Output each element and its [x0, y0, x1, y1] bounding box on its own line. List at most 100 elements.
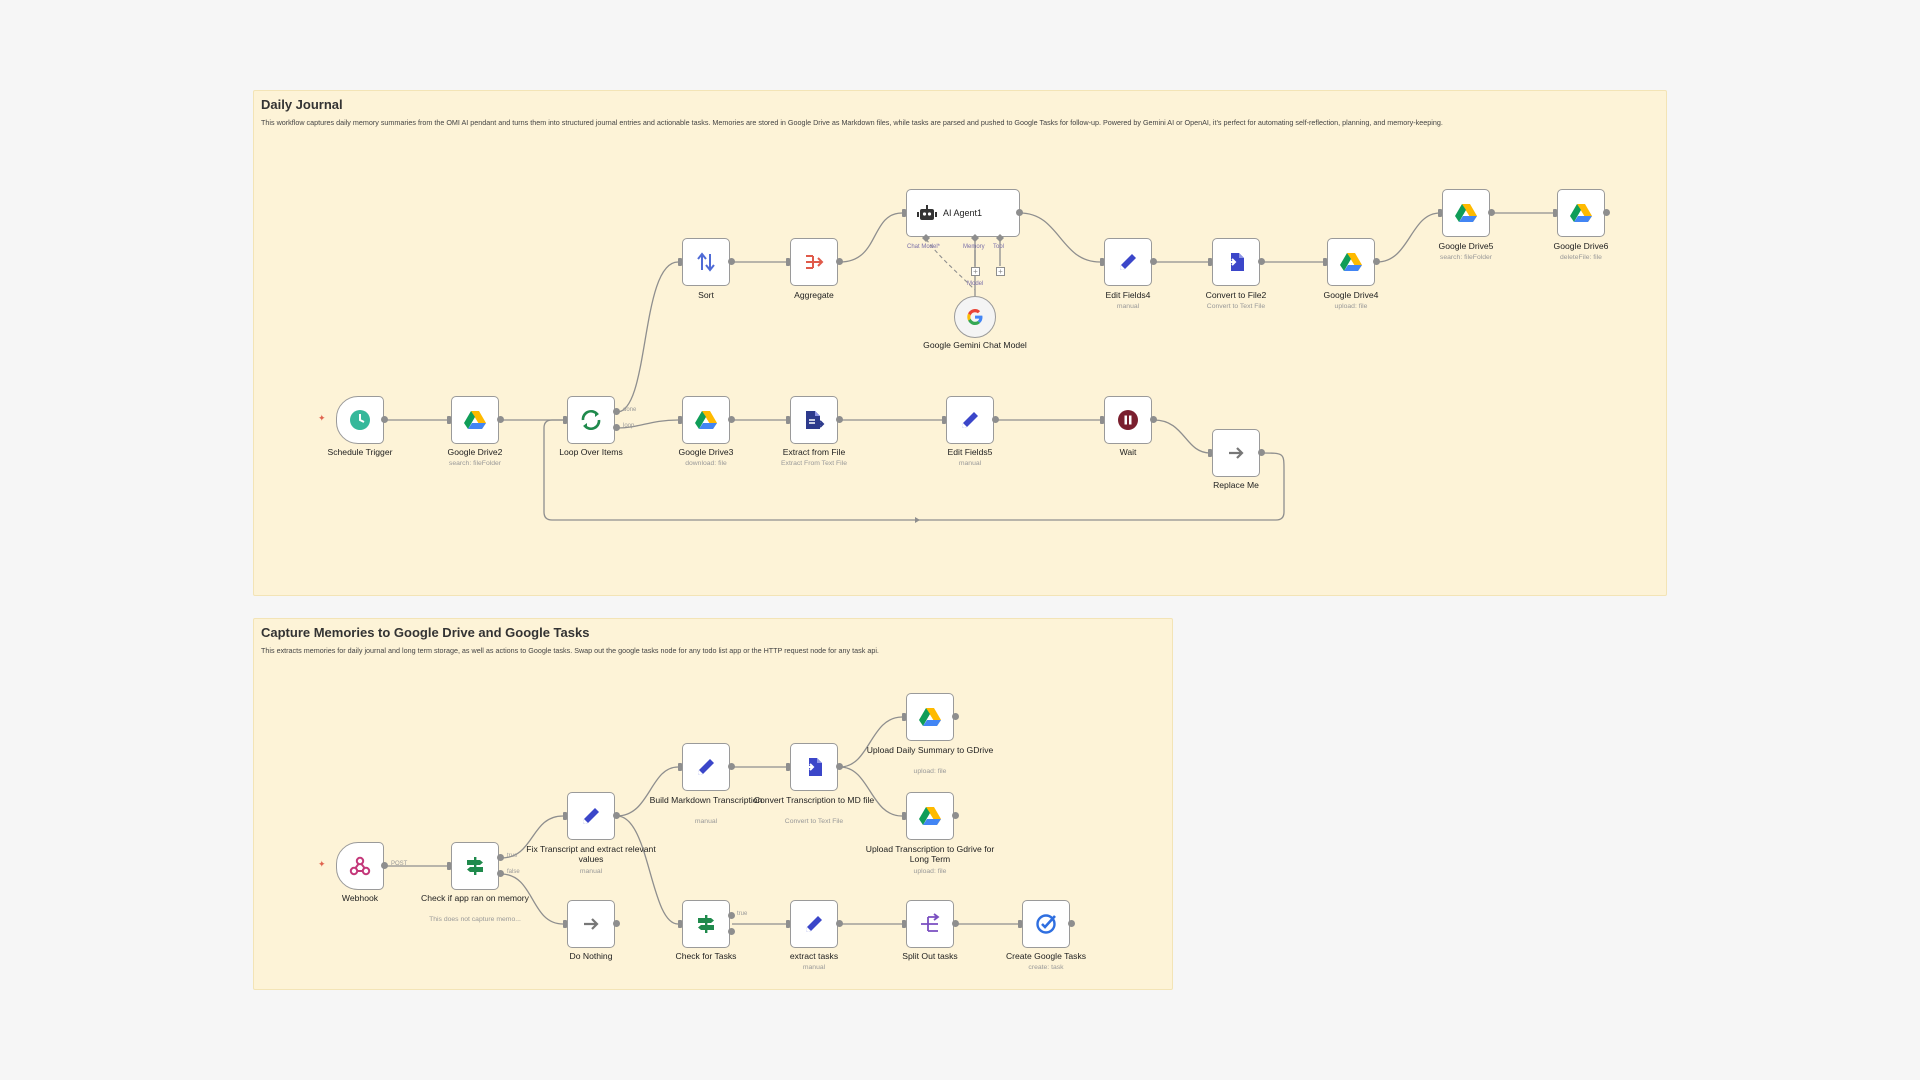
input-port[interactable]: [678, 763, 682, 771]
node-ai-agent[interactable]: AI Agent1: [906, 189, 1020, 237]
node-convert-transcription[interactable]: [790, 743, 838, 791]
input-port[interactable]: [447, 862, 451, 870]
node-loop-over-items[interactable]: [567, 396, 615, 444]
input-port[interactable]: [1208, 258, 1212, 266]
sticky-description: This extracts memories for daily journal…: [261, 646, 879, 655]
node-split-out-tasks[interactable]: [906, 900, 954, 948]
node-edit-fields5[interactable]: [946, 396, 994, 444]
input-port[interactable]: [1553, 209, 1557, 217]
input-port[interactable]: [902, 812, 906, 820]
input-port[interactable]: [678, 416, 682, 424]
node-upload-transcription[interactable]: [906, 792, 954, 840]
input-port[interactable]: [678, 920, 682, 928]
node-google-drive3[interactable]: [682, 396, 730, 444]
node-subtitle: manual: [958, 460, 982, 467]
node-label: Aggregate: [794, 290, 834, 300]
input-port[interactable]: [902, 920, 906, 928]
node-replace-me[interactable]: [1212, 429, 1260, 477]
node-subtitle: search: fileFolder: [1439, 254, 1493, 261]
output-port[interactable]: [1258, 449, 1265, 456]
node-sort[interactable]: [682, 238, 730, 286]
input-port[interactable]: [1018, 920, 1022, 928]
output-port[interactable]: [836, 416, 843, 423]
output-port-done[interactable]: [613, 408, 620, 415]
output-port-loop[interactable]: [613, 424, 620, 431]
input-port[interactable]: [563, 920, 567, 928]
output-port-false[interactable]: [497, 870, 504, 877]
node-google-drive6[interactable]: [1557, 189, 1605, 237]
output-port[interactable]: [952, 713, 959, 720]
output-port[interactable]: [836, 258, 843, 265]
output-port[interactable]: [381, 862, 388, 869]
output-port[interactable]: [381, 416, 388, 423]
node-extract-from-file[interactable]: [790, 396, 838, 444]
output-port[interactable]: [728, 258, 735, 265]
node-wait[interactable]: [1104, 396, 1152, 444]
output-port[interactable]: [836, 763, 843, 770]
node-extract-tasks[interactable]: [790, 900, 838, 948]
input-port[interactable]: [902, 713, 906, 721]
input-port[interactable]: [1100, 416, 1104, 424]
output-port[interactable]: [1373, 258, 1380, 265]
output-port[interactable]: [1068, 920, 1075, 927]
input-port[interactable]: [786, 258, 790, 266]
output-port[interactable]: [728, 416, 735, 423]
port-label-loop: loop: [623, 423, 635, 429]
input-port[interactable]: [902, 209, 906, 217]
output-port[interactable]: [497, 416, 504, 423]
input-port[interactable]: [1100, 258, 1104, 266]
output-port[interactable]: [1603, 209, 1610, 216]
output-port-false[interactable]: [728, 928, 735, 935]
output-port[interactable]: [1016, 209, 1023, 216]
output-port[interactable]: [728, 763, 735, 770]
file-extract-icon: [806, 411, 825, 429]
input-port[interactable]: [678, 258, 682, 266]
output-port[interactable]: [613, 920, 620, 927]
input-port[interactable]: [786, 416, 790, 424]
node-edit-fields4[interactable]: [1104, 238, 1152, 286]
output-port[interactable]: [952, 920, 959, 927]
node-google-drive4[interactable]: [1327, 238, 1375, 286]
node-google-drive5[interactable]: [1442, 189, 1490, 237]
input-port[interactable]: [942, 416, 946, 424]
node-check-for-tasks[interactable]: [682, 900, 730, 948]
input-port[interactable]: [1438, 209, 1442, 217]
input-port[interactable]: [447, 416, 451, 424]
input-port[interactable]: [563, 812, 567, 820]
output-port[interactable]: [1488, 209, 1495, 216]
node-check-if-app-ran[interactable]: [451, 842, 499, 890]
add-memory-button[interactable]: +: [971, 267, 980, 276]
output-port[interactable]: [613, 812, 620, 819]
node-create-google-tasks[interactable]: [1022, 900, 1070, 948]
input-port[interactable]: [1323, 258, 1327, 266]
output-port[interactable]: [992, 416, 999, 423]
output-port-true[interactable]: [497, 854, 504, 861]
output-port-true[interactable]: [728, 912, 735, 919]
add-tool-button[interactable]: +: [996, 267, 1005, 276]
input-port[interactable]: [786, 920, 790, 928]
subport-label-model: Model: [967, 281, 984, 287]
node-schedule-trigger[interactable]: [336, 396, 384, 444]
node-convert-to-file2[interactable]: [1212, 238, 1260, 286]
input-port[interactable]: [786, 763, 790, 771]
port-label-true: true: [737, 911, 748, 917]
node-aggregate[interactable]: [790, 238, 838, 286]
output-port[interactable]: [1258, 258, 1265, 265]
sticky-note-daily-journal[interactable]: Daily Journal This workflow captures dai…: [253, 90, 1667, 596]
output-port[interactable]: [1150, 416, 1157, 423]
node-do-nothing[interactable]: [567, 900, 615, 948]
node-fix-transcript[interactable]: [567, 792, 615, 840]
node-upload-daily-summary[interactable]: [906, 693, 954, 741]
node-build-markdown[interactable]: [682, 743, 730, 791]
input-port[interactable]: [563, 416, 567, 424]
output-port[interactable]: [836, 920, 843, 927]
node-google-gemini-chat-model[interactable]: [954, 296, 996, 338]
node-webhook[interactable]: [336, 842, 384, 890]
google-drive-icon: [1455, 204, 1477, 222]
output-port[interactable]: [1150, 258, 1157, 265]
input-port[interactable]: [1208, 449, 1212, 457]
node-google-drive2[interactable]: [451, 396, 499, 444]
node-label: Split Out tasks: [902, 951, 958, 961]
output-port[interactable]: [952, 812, 959, 819]
